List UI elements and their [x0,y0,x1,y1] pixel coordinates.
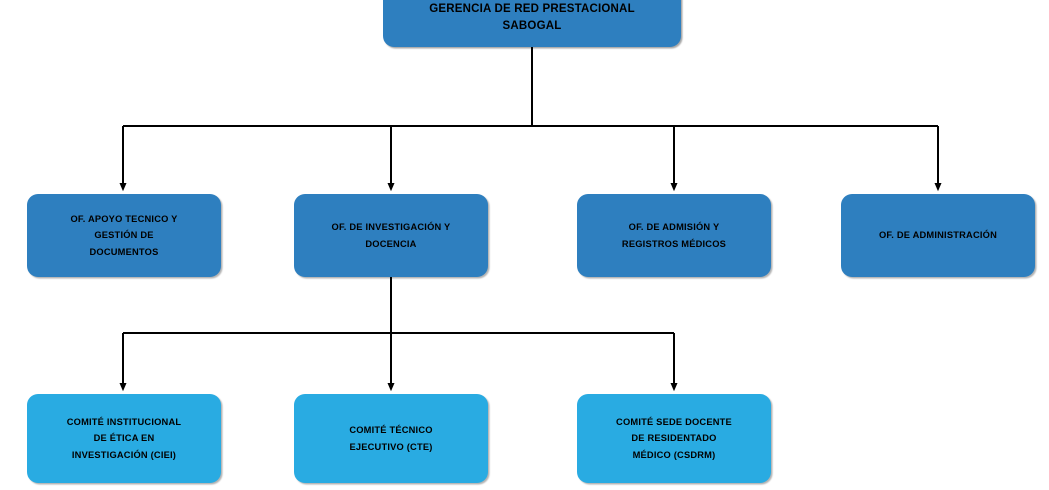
node-label: OF. DE INVESTIGACIÓN Y DOCENCIA [331,222,451,249]
node-label: COMITÉ SEDE DOCENTE DE RESIDENTADO MÉDIC… [616,416,732,460]
node-label: GERENCIA DE RED PRESTACIONAL SABOGAL [429,3,635,32]
node-of-investigacion-docencia[interactable]: OF. DE INVESTIGACIÓN Y DOCENCIA [294,194,488,277]
node-of-admision-registros-medicos[interactable]: OF. DE ADMISIÓN Y REGISTROS MÉDICOS [577,194,771,277]
node-comite-tecnico-ejecutivo[interactable]: COMITÉ TÉCNICO EJECUTIVO (CTE) [294,394,488,483]
node-comite-sede-docente-residentado-medico[interactable]: COMITÉ SEDE DOCENTE DE RESIDENTADO MÉDIC… [577,394,771,483]
node-label: COMITÉ TÉCNICO EJECUTIVO (CTE) [349,425,433,452]
node-label: OF. DE ADMISIÓN Y REGISTROS MÉDICOS [621,222,727,249]
node-of-administracion[interactable]: OF. DE ADMINISTRACIÓN [841,194,1035,277]
node-label: COMITÉ INSTITUCIONAL DE ÉTICA EN INVESTI… [66,416,182,460]
node-label: OF. DE ADMINISTRACIÓN [878,230,997,241]
node-label: OF. APOYO TECNICO Y GESTIÓN DE DOCUMENTO… [70,213,178,257]
node-gerencia-red-prestacional-sabogal[interactable]: GERENCIA DE RED PRESTACIONAL SABOGAL [383,0,681,47]
node-of-apoyo-tecnico-gestion-documentos[interactable]: OF. APOYO TECNICO Y GESTIÓN DE DOCUMENTO… [27,194,221,277]
node-comite-institucional-etica-investigacion[interactable]: COMITÉ INSTITUCIONAL DE ÉTICA EN INVESTI… [27,394,221,483]
